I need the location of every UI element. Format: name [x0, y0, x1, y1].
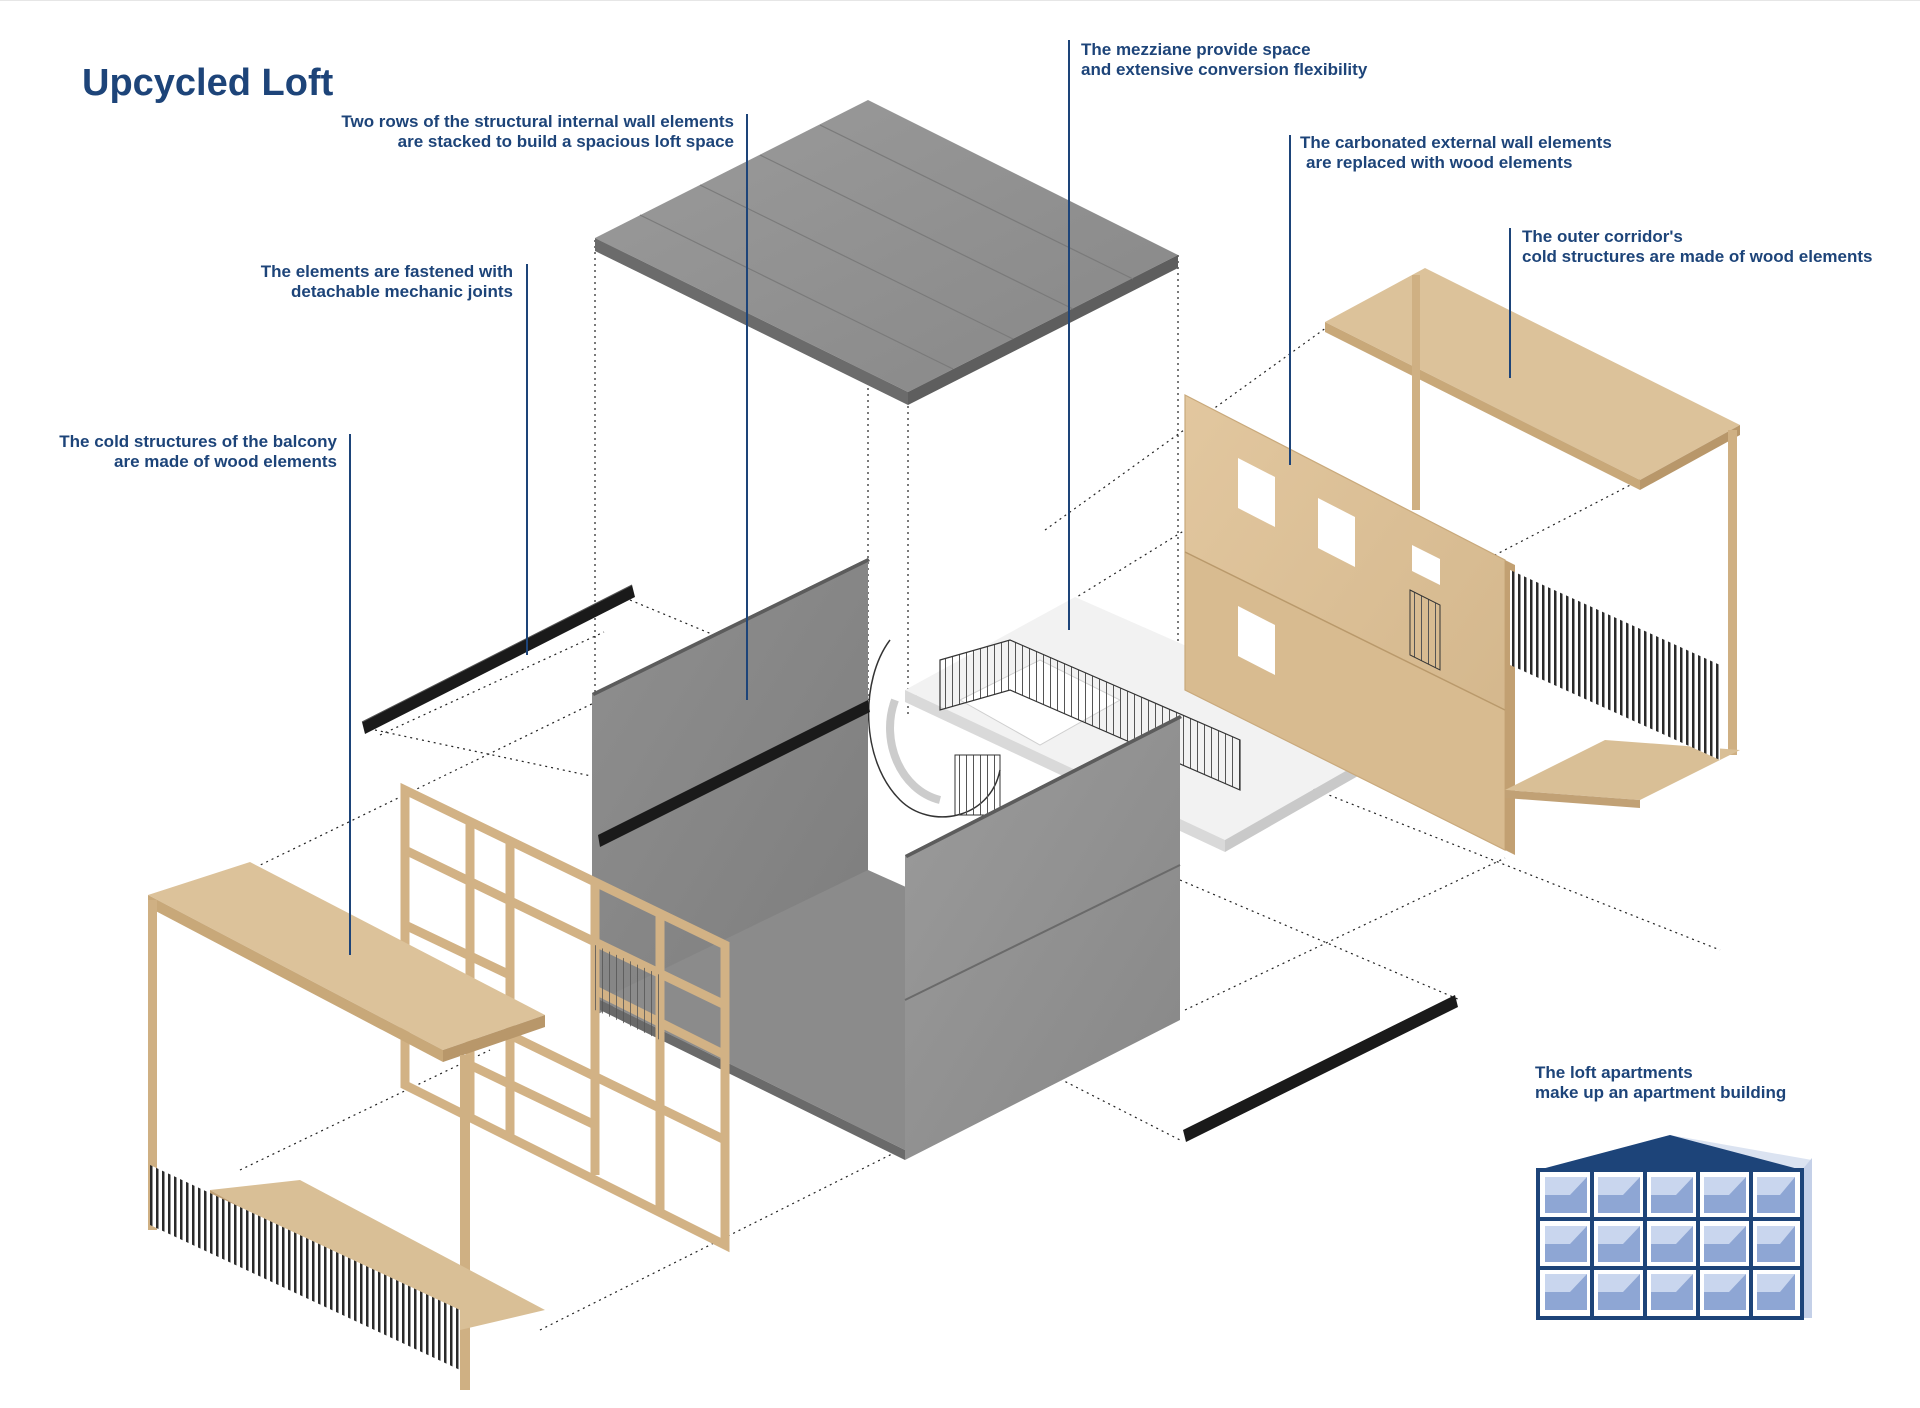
annotation-line: and extensive conversion flexibility: [1081, 60, 1368, 79]
wood-balcony-structure: [148, 862, 545, 1390]
annotation-joints: The elements are fastened with detachabl…: [200, 262, 513, 302]
annotation-line: The mezziane provide space: [1081, 40, 1311, 59]
concrete-internal-wall-front: [904, 715, 1182, 1160]
balcony-screen-glass: [595, 945, 660, 1040]
annotation-line: are made of wood elements: [114, 452, 337, 471]
annotation-external-walls: The carbonated external wall elements ar…: [1300, 133, 1612, 173]
annotation-line: are replaced with wood elements: [1306, 153, 1573, 172]
annotation-line: are stacked to build a spacious loft spa…: [397, 132, 734, 151]
annotation-line: The outer corridor's: [1522, 227, 1683, 246]
wood-external-wall: [1184, 394, 1515, 855]
steel-beam-mid: [598, 700, 870, 847]
annotation-line: Two rows of the structural internal wall…: [341, 112, 734, 131]
annotation-line: cold structures are made of wood element…: [1522, 247, 1873, 266]
annotation-line: detachable mechanic joints: [290, 282, 513, 301]
annotation-balcony: The cold structures of the balcony are m…: [20, 432, 337, 472]
steel-beam-bottom: [1183, 995, 1458, 1142]
page-title: Upcycled Loft: [82, 62, 334, 104]
top-border: [0, 0, 1920, 1]
annotation-internal-walls: Two rows of the structural internal wall…: [300, 112, 734, 152]
annotation-line: The carbonated external wall elements: [1300, 133, 1612, 152]
annotation-mezzanine: The mezziane provide space and extensive…: [1081, 40, 1367, 80]
leader-lines: [349, 40, 1511, 955]
annotation-line: The loft apartments: [1535, 1063, 1693, 1082]
apartment-building-icon: [1536, 1135, 1812, 1320]
steel-beam-top: [361, 584, 635, 734]
concrete-roof-slab: [595, 100, 1178, 405]
annotation-apartments: The loft apartments make up an apartment…: [1535, 1063, 1786, 1103]
concrete-internal-wall-back: [592, 558, 870, 1017]
annotation-line: make up an apartment building: [1535, 1083, 1787, 1102]
annotation-line: The cold structures of the balcony: [59, 432, 337, 451]
annotation-corridor: The outer corridor's cold structures are…: [1522, 227, 1872, 267]
wood-outer-corridor: [1325, 268, 1740, 808]
annotation-line: The elements are fastened with: [260, 262, 513, 281]
